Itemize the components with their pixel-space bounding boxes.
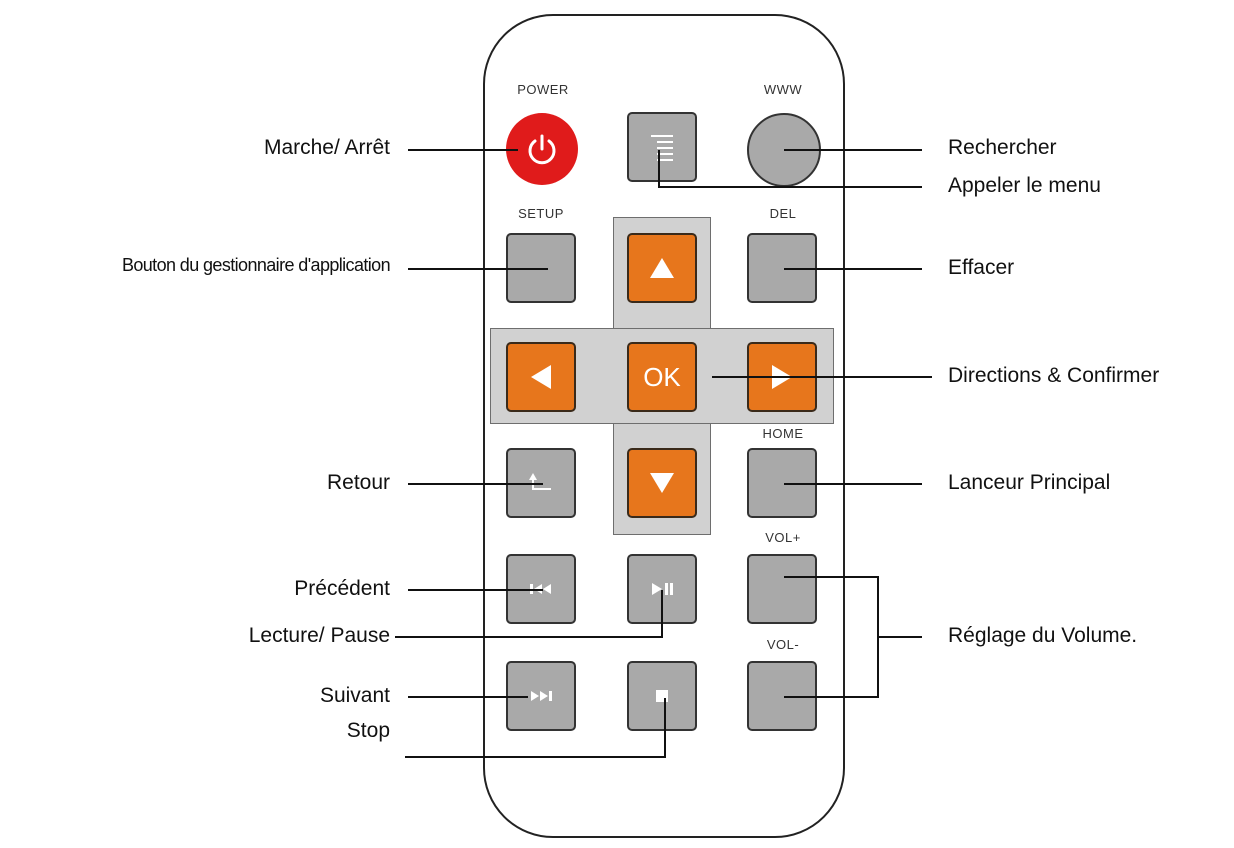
del-button[interactable] — [747, 233, 817, 303]
leader-line-directions — [712, 376, 932, 378]
vol-plus-label: VOL+ — [765, 530, 801, 545]
stop-icon — [656, 690, 668, 702]
callout-play-pause: Lecture/ Pause — [248, 624, 390, 647]
down-button[interactable] — [627, 448, 697, 518]
vol-plus-button[interactable] — [747, 554, 817, 624]
leader-line-next — [408, 696, 528, 698]
stop-button[interactable] — [627, 661, 697, 731]
leader-line-menu-v — [658, 150, 660, 187]
callout-delete: Effacer — [948, 256, 1015, 279]
callout-setup: Bouton du gestionnaire d'application — [121, 255, 391, 275]
power-label: POWER — [517, 82, 569, 97]
www-label: WWW — [763, 82, 803, 97]
callout-previous: Précédent — [294, 577, 390, 600]
callout-power: Marche/ Arrêt — [263, 136, 390, 159]
ok-label: OK — [643, 361, 681, 392]
leader-line-vol-minus — [784, 696, 879, 698]
callout-stop: Stop — [346, 719, 390, 742]
callout-next: Suivant — [319, 684, 390, 707]
up-button[interactable] — [627, 233, 697, 303]
arrow-up-icon — [650, 258, 674, 278]
vol-minus-label: VOL- — [766, 637, 800, 652]
callout-home: Lanceur Principal — [948, 471, 1111, 494]
del-label: DEL — [769, 206, 797, 221]
leader-line-back — [408, 483, 543, 485]
menu-icon — [651, 135, 673, 161]
leader-line-volume — [877, 636, 922, 638]
menu-button[interactable] — [627, 112, 697, 182]
next-icon — [531, 691, 552, 701]
left-button[interactable] — [506, 342, 576, 412]
leader-line-previous — [408, 589, 543, 591]
power-icon — [528, 134, 556, 165]
leader-line-search — [784, 149, 922, 151]
leader-line-delete — [784, 268, 922, 270]
ok-button[interactable]: OK — [627, 342, 697, 412]
arrow-left-icon — [531, 365, 551, 389]
back-icon — [529, 473, 551, 490]
callout-directions: Directions & Confirmer — [948, 364, 1160, 387]
callout-volume: Réglage du Volume. — [948, 624, 1138, 647]
arrow-down-icon — [650, 473, 674, 493]
power-button[interactable] — [506, 113, 578, 185]
leader-line-play-pause-v — [661, 590, 663, 638]
play-pause-icon — [652, 583, 673, 595]
leader-line-menu-h — [658, 186, 922, 188]
leader-line-play-pause-h — [395, 636, 663, 638]
leader-line-power — [408, 149, 518, 151]
callout-back: Retour — [326, 471, 390, 494]
leader-line-vol-plus — [784, 576, 879, 578]
callout-menu: Appeler le menu — [948, 174, 1101, 197]
setup-label: SETUP — [518, 206, 564, 221]
leader-line-stop-v — [664, 698, 666, 758]
leader-line-stop-h — [405, 756, 666, 758]
home-label: HOME — [762, 426, 804, 441]
callout-search: Rechercher — [948, 136, 1057, 159]
leader-line-setup — [408, 268, 548, 270]
leader-line-home — [784, 483, 922, 485]
